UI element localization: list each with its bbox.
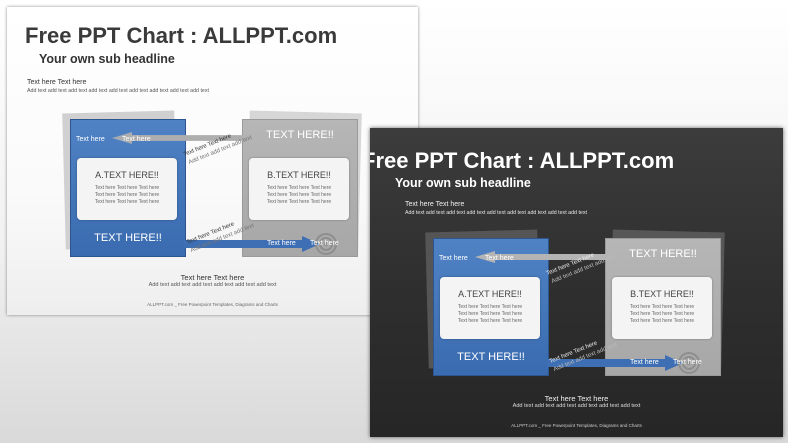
target-icon	[678, 352, 700, 374]
slide-dark: Free PPT Chart : ALLPPT.com Your own sub…	[370, 128, 783, 437]
right-arrow-icon	[184, 236, 320, 252]
target-icon	[687, 361, 691, 365]
card-b-inner-line: Text here Text here Text here	[266, 192, 332, 198]
arrow-bottom-label: Text here	[673, 359, 702, 366]
card-b-inner-title: B.TEXT HERE!!	[267, 170, 331, 180]
card-b-inner-line: Text here Text here Text here	[629, 311, 695, 317]
card-a-inner-line: Text here Text here Text here	[457, 318, 523, 324]
arrow-top-label: Text here	[439, 255, 468, 262]
card-b-inner-line: Text here Text here Text here	[266, 185, 332, 191]
description-heading: Text here Text here	[27, 79, 87, 86]
target-icon	[319, 237, 333, 251]
bottom-heading: Text here Text here	[544, 394, 609, 403]
description-body: Add text add text add text add text add …	[27, 88, 209, 94]
left-arrow-icon	[475, 251, 611, 263]
card-a-inner-title: A.TEXT HERE!!	[458, 289, 522, 299]
card-b-inner: B.TEXT HERE!! Text here Text here Text h…	[612, 277, 712, 339]
card-b-inner: B.TEXT HERE!! Text here Text here Text h…	[249, 158, 349, 220]
card-a-label: TEXT HERE!!	[457, 351, 525, 363]
card-a-label: TEXT HERE!!	[94, 232, 162, 244]
arrow-bottom-label: Text here	[630, 359, 659, 366]
card-b: TEXT HERE!! B.TEXT HERE!! Text here Text…	[242, 119, 358, 257]
card-a-inner-title: A.TEXT HERE!!	[95, 170, 159, 180]
arrows-layer	[475, 251, 700, 374]
card-a-inner-line: Text here Text here Text here	[457, 304, 523, 310]
exchange-diagram: A.TEXT HERE!! Text here Text here Text h…	[425, 229, 725, 381]
description-body: Add text add text add text add text add …	[405, 210, 587, 216]
card-b: TEXT HERE!! B.TEXT HERE!! Text here Text…	[605, 238, 721, 376]
slide-title: Free PPT Chart : ALLPPT.com	[370, 148, 675, 173]
slide-subtitle: Your own sub headline	[39, 52, 175, 66]
bottom-heading: Text here Text here	[180, 273, 245, 282]
arrow-top-label: Text here	[76, 136, 105, 143]
card-b-label: TEXT HERE!!	[266, 129, 334, 141]
card-a-inner-line: Text here Text here Text here	[94, 192, 160, 198]
card-a: A.TEXT HERE!! Text here Text here Text h…	[433, 238, 549, 376]
card-a-inner-line: Text here Text here Text here	[94, 185, 160, 191]
arrow-bottom-label: Text here	[310, 240, 339, 247]
target-icon	[315, 233, 337, 255]
card-a-inner: A.TEXT HERE!! Text here Text here Text h…	[440, 277, 540, 339]
left-arrow-icon	[112, 132, 248, 144]
card-b-inner-line: Text here Text here Text here	[629, 318, 695, 324]
exchange-diagram: A.TEXT HERE!! Text here Text here Text h…	[62, 110, 362, 262]
description-heading: Text here Text here	[405, 201, 465, 208]
right-arrow-icon	[547, 355, 683, 371]
target-icon	[324, 242, 328, 246]
arrows-layer	[112, 132, 337, 255]
slide-light: Free PPT Chart : ALLPPT.com Your own sub…	[7, 7, 418, 315]
card-a-inner-line: Text here Text here Text here	[457, 311, 523, 317]
footer-credit: ALLPPT.com _ Free Powerpoint Templates, …	[147, 302, 278, 307]
slide-subtitle: Your own sub headline	[395, 176, 531, 190]
arrow-top-label: Text here	[122, 136, 151, 143]
bottom-body: Add text add text add text add text add …	[512, 403, 641, 409]
arrow-top-label: Text here	[485, 255, 514, 262]
slide-title: Free PPT Chart : ALLPPT.com	[25, 23, 338, 48]
arrow-bottom-label: Text here	[267, 240, 296, 247]
card-a-inner: A.TEXT HERE!! Text here Text here Text h…	[77, 158, 177, 220]
card-b-inner-line: Text here Text here Text here	[266, 199, 332, 205]
card-b-inner-line: Text here Text here Text here	[629, 304, 695, 310]
card-b-inner-title: B.TEXT HERE!!	[630, 289, 694, 299]
footer-credit: ALLPPT.com _ Free Powerpoint Templates, …	[511, 423, 642, 428]
card-a-inner-line: Text here Text here Text here	[94, 199, 160, 205]
bottom-body: Add text add text add text add text add …	[148, 282, 277, 288]
card-b-label: TEXT HERE!!	[629, 248, 697, 260]
target-icon	[682, 356, 696, 370]
